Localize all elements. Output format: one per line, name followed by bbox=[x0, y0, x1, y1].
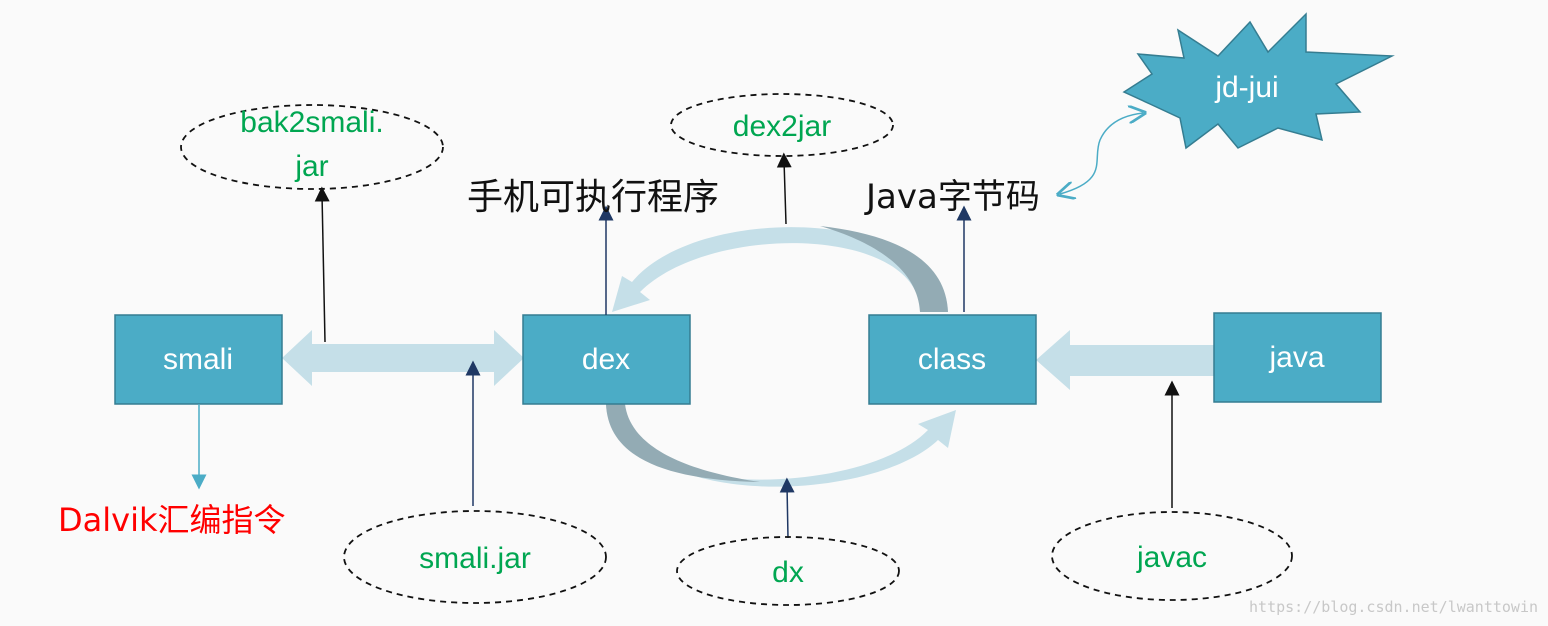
dalvik-assembly-label: Dalvik汇编指令 bbox=[58, 501, 286, 539]
bytecode-jdgui-link bbox=[1060, 113, 1143, 194]
javac-ellipse[interactable]: javac bbox=[1051, 511, 1293, 601]
dx-to-curve-arrow bbox=[779, 477, 795, 539]
smali-box-label: smali bbox=[163, 343, 233, 376]
jd-gui-label: jd-jui bbox=[1214, 71, 1278, 104]
bak2smali-label-line2: jar bbox=[294, 150, 328, 183]
class-box-label: class bbox=[918, 343, 986, 376]
smali-jar-ellipse[interactable]: smali.jar bbox=[343, 510, 607, 604]
jd-gui-burst[interactable]: jd-jui bbox=[1122, 12, 1395, 150]
mobile-executable-label: 手机可执行程序 bbox=[467, 177, 719, 218]
dex2jar-ellipse[interactable]: dex2jar bbox=[670, 93, 894, 157]
dx-ellipse[interactable]: dx bbox=[676, 536, 900, 606]
dex2jar-label: dex2jar bbox=[733, 110, 831, 143]
bottom-curved-arrow bbox=[606, 404, 956, 487]
java-class-arrow bbox=[1036, 330, 1214, 390]
smali-box[interactable]: smali bbox=[114, 314, 283, 405]
dx-label: dx bbox=[772, 556, 804, 589]
curve-to-dex2jar-arrow bbox=[776, 152, 792, 225]
class-box[interactable]: class bbox=[868, 314, 1037, 405]
bak2smali-label-line1: bak2smali. bbox=[240, 106, 383, 139]
smali-dex-double-arrow bbox=[282, 330, 524, 386]
top-curved-arrow bbox=[612, 226, 948, 312]
java-box[interactable]: java bbox=[1213, 312, 1382, 403]
java-bytecode-label: Java字节码 bbox=[864, 177, 1040, 217]
smali-jar-label: smali.jar bbox=[419, 542, 531, 575]
java-box-label: java bbox=[1268, 341, 1324, 374]
dex-box-label: dex bbox=[582, 343, 630, 376]
smali-to-bak2smali-arrow bbox=[314, 186, 330, 343]
watermark: https://blog.csdn.net/lwanttowin bbox=[1249, 598, 1538, 616]
javac-label: javac bbox=[1136, 541, 1207, 574]
dex-box[interactable]: dex bbox=[522, 314, 691, 405]
bak2smali-ellipse[interactable]: bak2smali. jar bbox=[180, 104, 444, 190]
